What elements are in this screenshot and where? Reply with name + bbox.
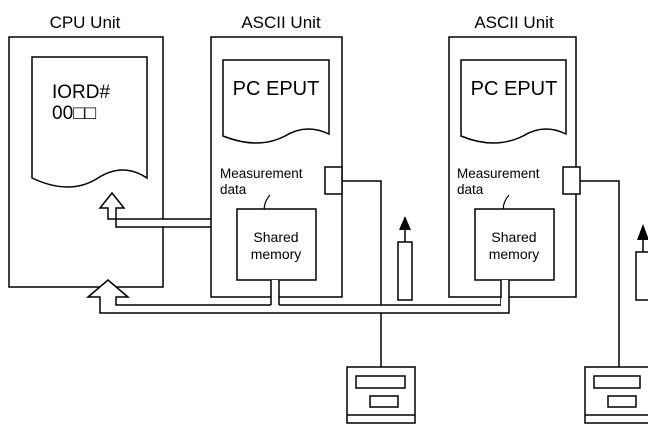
ascii-unit-2-memory-label: memory [489, 246, 540, 262]
output-up-arrow-icon [399, 216, 411, 230]
ascii-unit-2-program-label: PC EPUT [471, 78, 558, 100]
ascii-unit-1-program-label: PC EPUT [233, 78, 320, 100]
ascii-unit-2-program-document-icon [460, 59, 567, 144]
measuring-device-2-panel [607, 395, 637, 408]
measuring-device-1-panel [369, 395, 399, 408]
ascii-unit-2-title: ASCII Unit [474, 13, 554, 32]
cpu-instruction-label: IORD# [52, 82, 111, 103]
measuring-device-2-display [593, 375, 641, 389]
output-bar-indicator-2 [635, 251, 648, 301]
ascii-unit-1-program-document-icon [222, 59, 330, 144]
measuring-device-1-display [355, 375, 406, 389]
ascii-unit-2-cable [580, 180, 620, 385]
ascii-unit-1-port [324, 166, 343, 195]
ascii-unit-1-data-label: data [220, 182, 247, 197]
bus-drop-ascii-1-fill [271, 280, 279, 306]
ascii-unit-1-shared-memory-box [236, 208, 317, 281]
ascii-unit-2-data-label: data [457, 182, 484, 197]
output-bar-indicator [397, 241, 413, 301]
cpu-unit-title: CPU Unit [50, 13, 121, 32]
ascii-unit-1-cable [342, 180, 382, 385]
ascii-unit-2-measurement-label: Measurement [457, 166, 540, 181]
ascii-unit-1-shared-label: Shared [253, 229, 298, 245]
ascii-unit-1-measurement-label: Measurement [220, 166, 303, 181]
output-up-arrow-2-icon [637, 224, 648, 240]
bus-corner-fill [501, 298, 508, 312]
ascii-unit-2-shared-label: Shared [491, 229, 536, 245]
ascii-unit-2-shared-memory-box [474, 208, 555, 281]
cpu-instruction-operand: 00□□ [52, 103, 97, 124]
ascii-unit-1-title: ASCII Unit [241, 13, 321, 32]
ascii-unit-2-port [562, 166, 581, 195]
cpu-program-document-icon [31, 56, 148, 188]
bus-return-arrow [85, 279, 510, 314]
ascii-unit-1-memory-label: memory [251, 246, 302, 262]
